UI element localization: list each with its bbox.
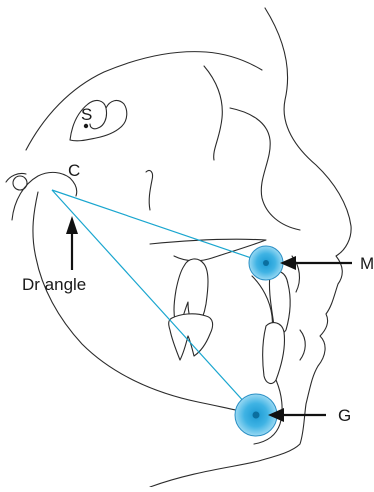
lip-contour: [292, 256, 305, 360]
pterygoid-hook: [146, 170, 153, 210]
label-s: S: [81, 105, 92, 124]
label-g: G: [338, 406, 351, 425]
cranial-base: [26, 52, 262, 150]
marker-g-center: [253, 412, 260, 419]
sella-point: [84, 124, 88, 128]
ray-to-m: [52, 190, 266, 263]
ray-to-g: [52, 190, 256, 415]
label-m: M: [360, 254, 374, 273]
label-c: C: [68, 161, 80, 180]
arrow-dr-angle-head: [66, 216, 78, 234]
nasal-contour: [230, 108, 300, 230]
orbit-contour: [204, 66, 222, 160]
label-dr-angle: Dr angle: [22, 275, 86, 294]
lower-incisor: [263, 323, 285, 384]
marker-m-center: [263, 260, 269, 266]
sella-turcica: [70, 101, 127, 141]
lower-molar: [169, 314, 213, 360]
